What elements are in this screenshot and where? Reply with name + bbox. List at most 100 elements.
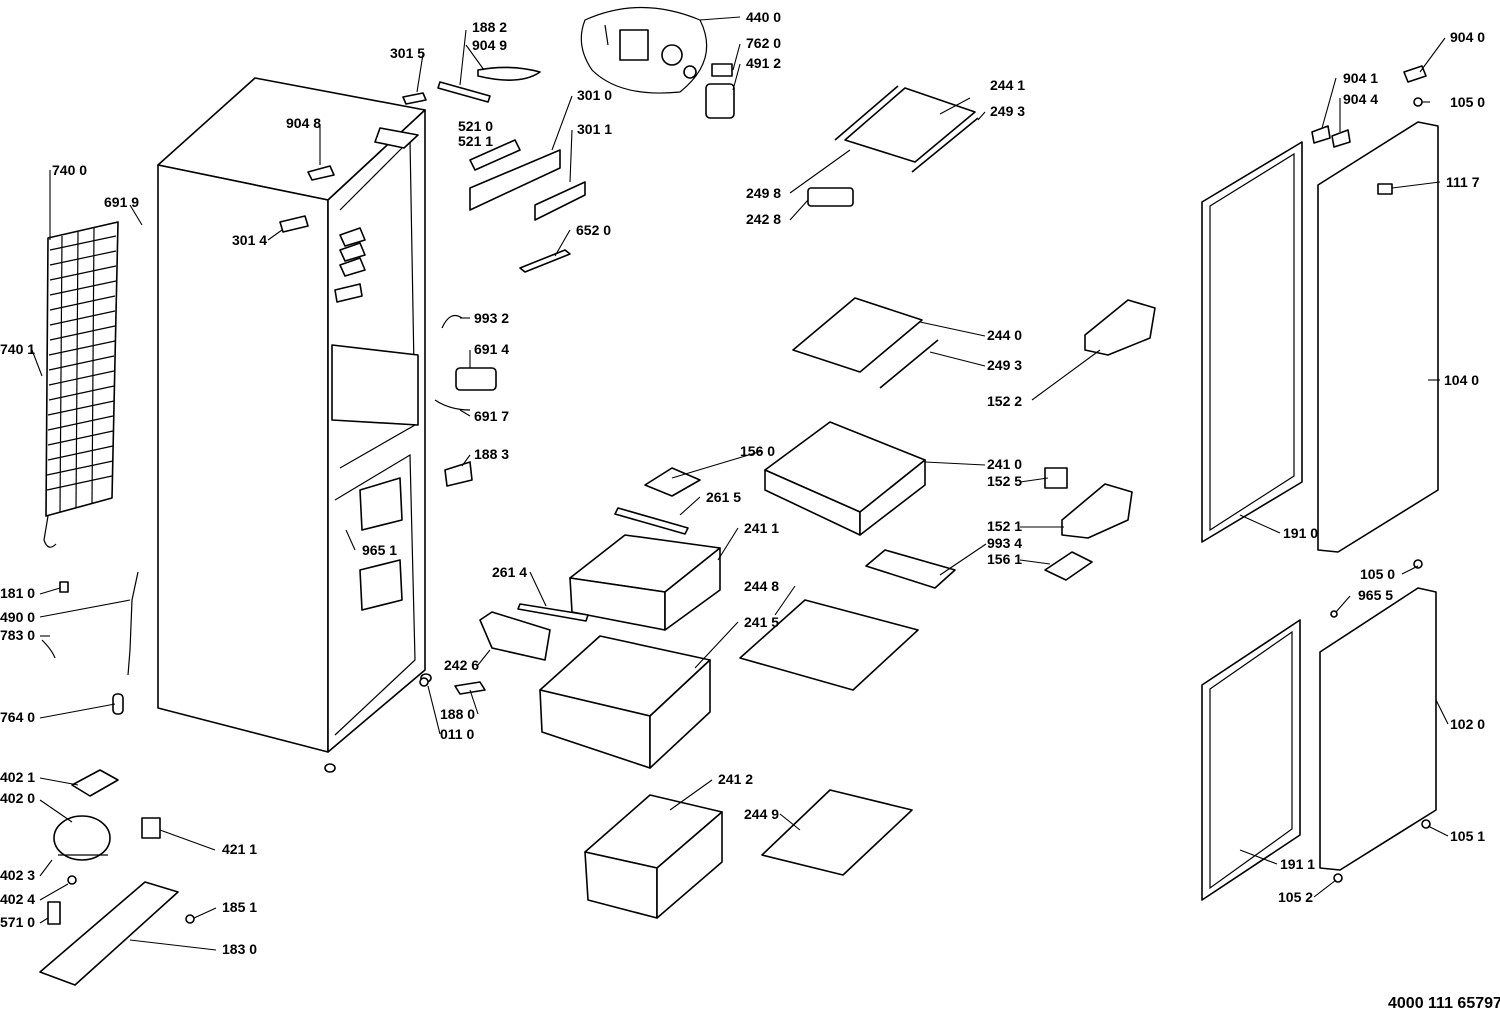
label-402-0: 402 0 [0,790,35,806]
label-104-0: 104 0 [1444,372,1479,388]
label-241-0: 241 0 [987,456,1022,472]
label-105-2: 105 2 [1278,889,1313,905]
label-301-4: 301 4 [232,232,267,248]
label-183-0: 183 0 [222,941,257,957]
label-152-1: 152 1 [987,518,1022,534]
cable-490-0 [127,571,139,676]
label-691-9: 691 9 [104,194,139,210]
label-965-5: 965 5 [1358,587,1393,603]
label-904-0: 904 0 [1450,29,1485,45]
egg-tray-156-0 [644,467,701,497]
screw-965-5 [1330,610,1338,618]
label-244-8: 244 8 [744,578,779,594]
label-185-1: 185 1 [222,899,257,915]
tray-402-1 [71,769,119,797]
door-bin-152-2 [1084,299,1156,356]
label-111-7: 111 7 [1446,174,1480,190]
shelf-244-0 [792,297,923,373]
leader-lines [31,16,1449,951]
label-490-0: 490 0 [0,609,35,625]
label-691-7: 691 7 [474,408,509,424]
label-301-5: 301 5 [390,45,425,61]
part-188-2 [437,81,491,103]
freezer-door-102-0 [1319,587,1437,871]
box-242-8 [807,187,854,207]
label-181-0: 181 0 [0,585,35,601]
label-993-2: 993 2 [474,310,509,326]
drawer-241-2 [584,794,723,919]
cover-242-6 [479,611,551,661]
fridge-door-104-0 [1317,121,1439,553]
label-191-1: 191 1 [1280,856,1315,872]
part-904-1 [1311,125,1331,144]
label-740-1: 740 1 [0,341,35,357]
label-740-0: 740 0 [52,162,87,178]
label-521-1: 521 1 [458,133,493,149]
glass-244-9 [761,789,913,876]
control-assembly-440 [580,6,708,94]
label-244-9: 244 9 [744,806,779,822]
label-011-0: 011 0 [440,726,474,742]
label-440-0: 440 0 [746,9,781,25]
label-691-4: 691 4 [474,341,509,357]
control-panel-301-0 [469,149,561,211]
label-249-3-a: 249 3 [990,103,1025,119]
label-301-0: 301 0 [577,87,612,103]
fan-691-4 [455,367,497,391]
label-156-1: 156 1 [987,551,1022,567]
label-244-0: 244 0 [987,327,1022,343]
egg-tray-993-4 [865,549,956,589]
label-244-1: 244 1 [990,77,1025,93]
label-105-1: 105 1 [1450,828,1485,844]
drawer-241-0 [764,421,926,536]
label-242-8: 242 8 [746,211,781,227]
label-156-0: 156 0 [740,443,775,459]
label-762-0: 762 0 [746,35,781,51]
label-652-0: 652 0 [576,222,611,238]
drawer-241-1 [569,534,721,631]
label-152-5: 152 5 [987,473,1022,489]
label-783-0: 783 0 [0,627,35,643]
condenser-coil [43,221,119,548]
screw-185-1 [185,914,195,924]
refrigerator-cabinet [157,77,432,773]
document-number: 4000 111 65797 [1388,995,1500,1012]
bush-105-0-b [1413,559,1423,569]
label-402-1: 402 1 [0,769,35,785]
label-993-4: 993 4 [987,535,1022,551]
label-191-0: 191 0 [1283,525,1318,541]
label-249-3-b: 249 3 [987,357,1022,373]
shelf-244-1 [844,87,976,163]
part-491-2 [705,83,735,119]
label-904-9: 904 9 [472,37,507,53]
part-762-0 [711,63,733,77]
label-261-5: 261 5 [706,489,741,505]
glass-244-8 [739,599,919,691]
drawer-241-5 [539,635,711,769]
part-labels: 740 0 691 9 740 1 181 0 490 0 783 0 764 … [0,9,1500,1012]
label-965-1: 965 1 [362,542,397,558]
bush-105-0-a [1413,97,1423,107]
relay-421-1 [141,817,161,839]
label-491-2: 491 2 [746,55,781,71]
hinge-cover-904-0 [1403,65,1427,83]
door-bin-152-1 [1061,483,1133,539]
label-521-0: 521 0 [458,118,493,134]
part-402-4 [67,875,77,885]
label-402-4: 402 4 [0,891,35,907]
label-241-2: 241 2 [718,771,753,787]
label-188-2: 188 2 [472,19,507,35]
part-691-7 [434,399,471,411]
hinge-188-3 [444,461,473,487]
label-904-8: 904 8 [286,115,321,131]
part-301-5 [402,92,427,105]
gasket-191-0 [1201,141,1303,543]
part-783-0 [41,639,56,659]
pcb-521 [469,139,521,171]
label-241-1: 241 1 [744,520,779,536]
part-571-0 [47,901,61,925]
gasket-191-1 [1201,619,1301,901]
label-105-0-a: 105 0 [1450,94,1485,110]
part-904-4 [1331,129,1351,148]
